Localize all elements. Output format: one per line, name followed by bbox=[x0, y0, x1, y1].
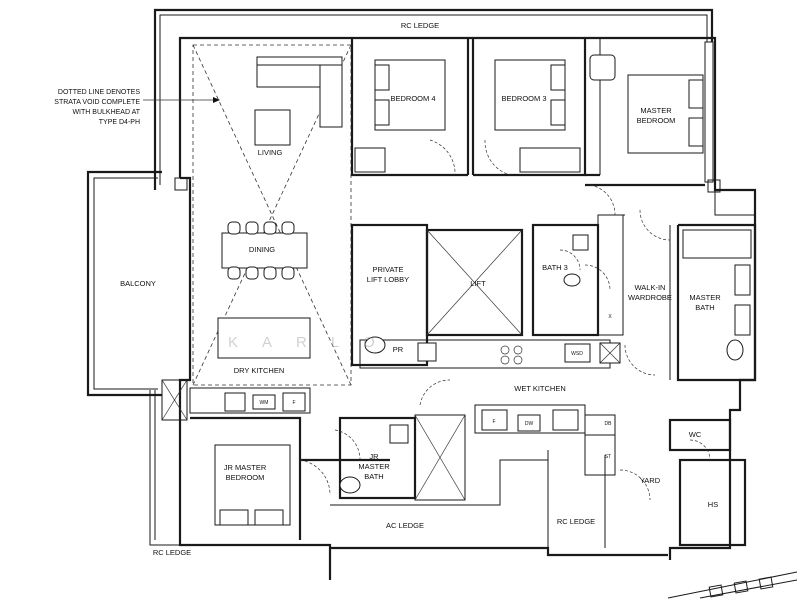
strata-void bbox=[192, 44, 352, 386]
label-hs: HS bbox=[708, 500, 718, 509]
landscape-edge bbox=[667, 571, 797, 599]
label-master-bath-1: MASTER bbox=[689, 293, 721, 302]
interior-walls bbox=[189, 38, 757, 547]
label-jr-master-bath-2: MASTER bbox=[358, 462, 390, 471]
label-master-bedroom-2: BEDROOM bbox=[637, 116, 676, 125]
label-jr-master-bedroom-1: JR MASTER bbox=[224, 463, 267, 472]
label-bedroom-3: BEDROOM 3 bbox=[501, 94, 546, 103]
label-wc: WC bbox=[689, 430, 702, 439]
appliance-labels: WM F WSD F DW DB ST X bbox=[252, 314, 613, 460]
label-bedroom-4: BEDROOM 4 bbox=[390, 94, 435, 103]
note-line-1: DOTTED LINE DENOTES bbox=[58, 89, 140, 96]
label-wm: WM bbox=[260, 400, 269, 406]
label-rc-ledge-top: RC LEDGE bbox=[401, 21, 439, 30]
label-bath-3: BATH 3 bbox=[542, 263, 568, 272]
label-wsd: WSD bbox=[571, 351, 583, 357]
label-private-lift-lobby-1: PRIVATE bbox=[373, 265, 404, 274]
label-fridge-wet: F bbox=[492, 419, 495, 425]
note-line-3: WITH BULKHEAD AT bbox=[72, 109, 140, 116]
label-fridge: F bbox=[292, 400, 295, 406]
label-dw: DW bbox=[525, 421, 534, 427]
label-bath3-fridge: X bbox=[608, 314, 612, 320]
watermark-text: KARLO bbox=[228, 334, 399, 351]
label-rc-ledge-bottom-left: RC LEDGE bbox=[153, 548, 191, 557]
label-yard: YARD bbox=[640, 476, 661, 485]
label-ac-ledge: AC LEDGE bbox=[386, 521, 424, 530]
label-jr-master-bath-3: BATH bbox=[364, 472, 383, 481]
label-rc-ledge-bottom-right: RC LEDGE bbox=[557, 517, 595, 526]
strata-void-note: DOTTED LINE DENOTES STRATA VOID COMPLETE… bbox=[54, 89, 220, 126]
label-walk-in-wardrobe-2: WARDROBE bbox=[628, 293, 672, 302]
label-master-bedroom-1: MASTER bbox=[640, 106, 672, 115]
label-st: ST bbox=[605, 454, 611, 460]
label-living: LIVING bbox=[258, 148, 283, 157]
doors bbox=[299, 139, 711, 501]
label-db: DB bbox=[605, 421, 613, 427]
label-lift: LIFT bbox=[470, 279, 486, 288]
label-balcony: BALCONY bbox=[120, 279, 156, 288]
label-walk-in-wardrobe-1: WALK-IN bbox=[635, 283, 666, 292]
label-jr-master-bedroom-2: BEDROOM bbox=[226, 473, 265, 482]
note-line-2: STRATA VOID COMPLETE bbox=[54, 99, 140, 106]
balcony bbox=[86, 170, 162, 397]
label-wet-kitchen: WET KITCHEN bbox=[514, 384, 566, 393]
label-master-bath-2: BATH bbox=[695, 303, 714, 312]
label-dining: DINING bbox=[249, 245, 275, 254]
label-private-lift-lobby-2: LIFT LOBBY bbox=[367, 275, 409, 284]
furniture bbox=[214, 54, 751, 526]
label-pr: PR bbox=[393, 345, 404, 354]
label-dry-kitchen: DRY KITCHEN bbox=[234, 366, 285, 375]
room-labels: RC LEDGE BEDROOM 4 BEDROOM 3 MASTER BEDR… bbox=[120, 21, 721, 557]
label-jr-master-bath-1: JR bbox=[369, 452, 379, 461]
note-line-4: TYPE D4-PH bbox=[99, 119, 140, 126]
